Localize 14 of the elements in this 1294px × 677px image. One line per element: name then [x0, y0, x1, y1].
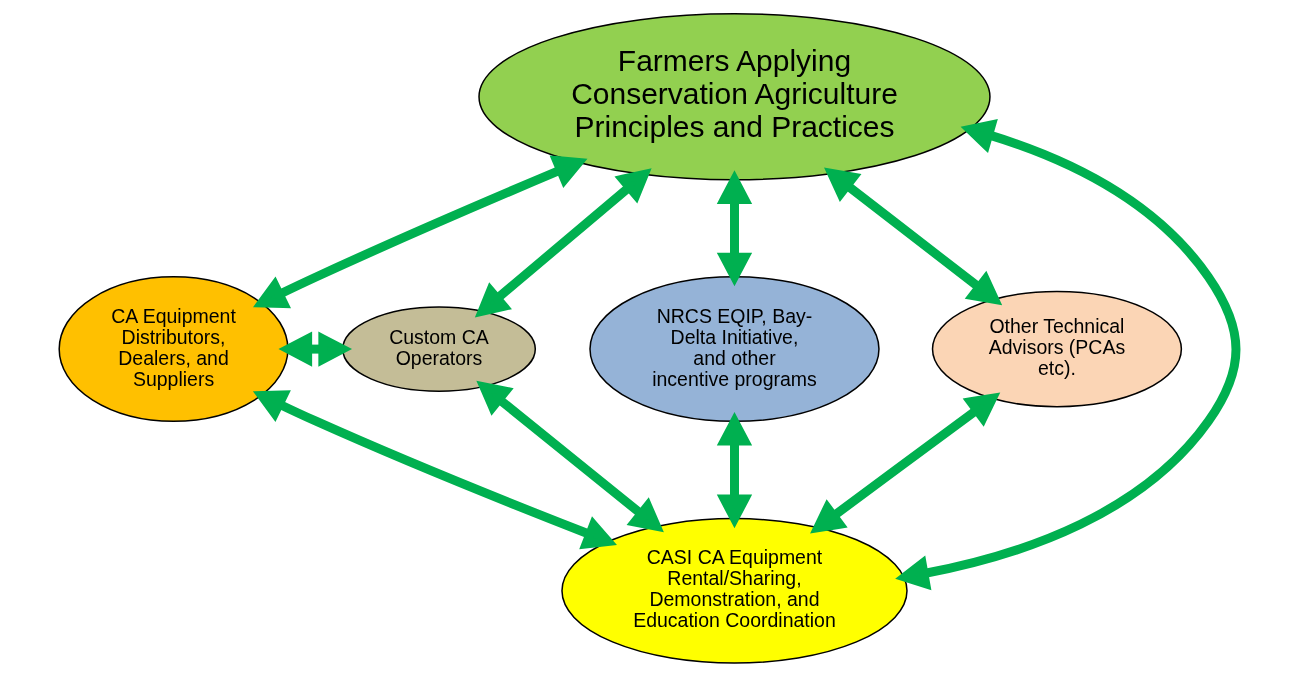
node-ellipse: Other Technical Advisors (PCAs etc). [931, 290, 1182, 408]
node-ellipse: NRCS EQIP, Bay-Delta Initiative, and other incentive programs [588, 276, 880, 423]
arrow [716, 170, 752, 287]
arrow [716, 411, 752, 529]
node-ellipse: Custom CA Operators [341, 306, 536, 392]
arrow [894, 119, 1240, 591]
arrow [475, 380, 664, 533]
arrow [809, 392, 1000, 534]
arrow [252, 390, 617, 550]
node-ellipse: Farmers Applying Conservation Agriculture Principles and Practices [477, 13, 991, 181]
arrow [277, 331, 352, 367]
arrow [474, 168, 652, 318]
arrow [252, 155, 587, 309]
arrow [823, 167, 1002, 306]
